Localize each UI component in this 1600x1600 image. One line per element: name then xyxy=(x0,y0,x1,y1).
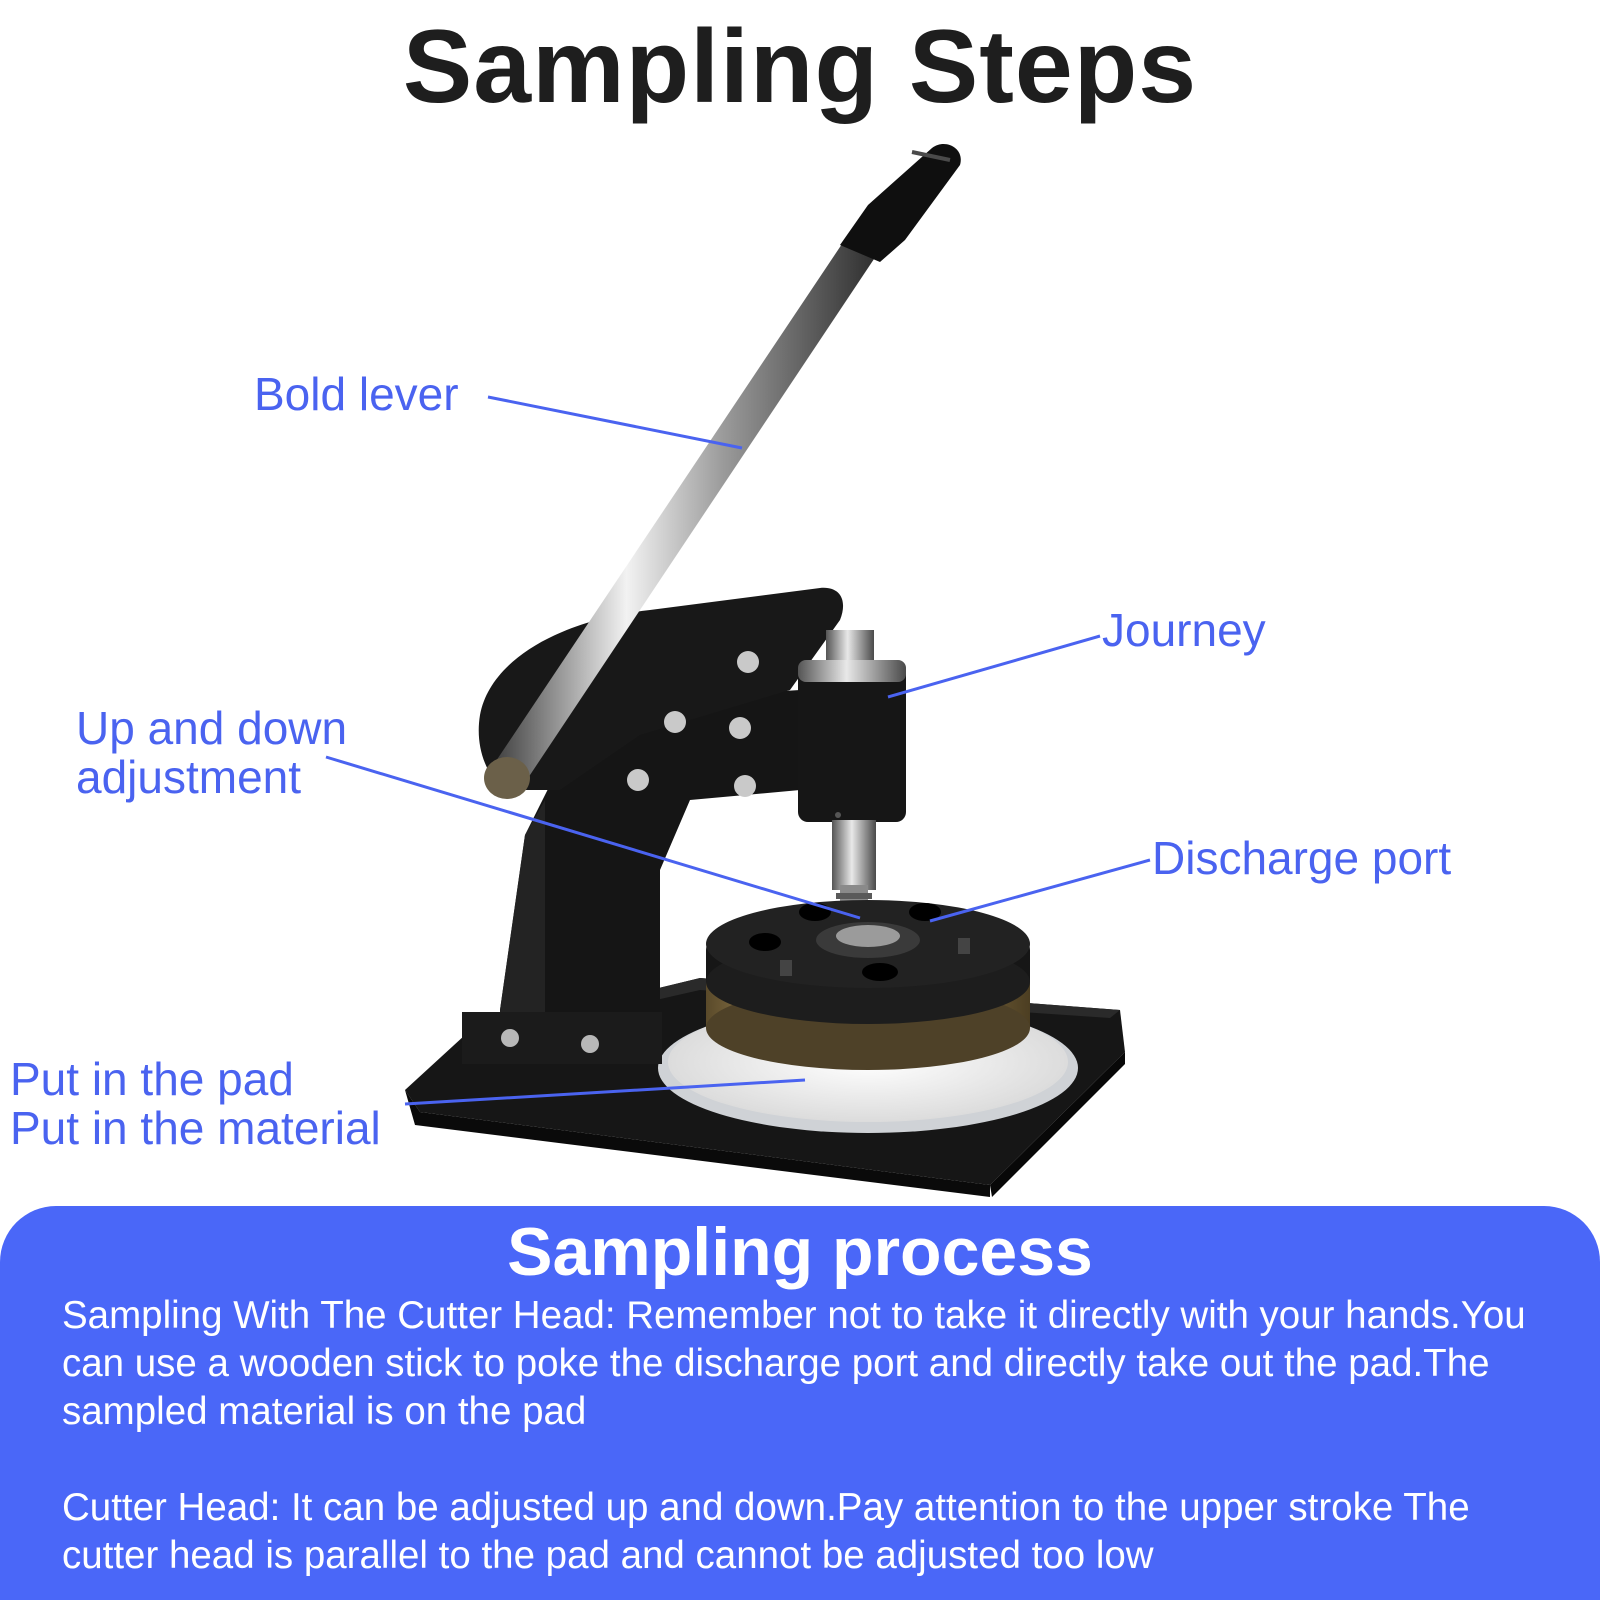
lever-rod xyxy=(484,144,961,799)
press-frame xyxy=(462,690,800,1064)
callout-journey-text: Journey xyxy=(1102,604,1266,656)
callout-pad-material: Put in the pad Put in the material xyxy=(10,1055,381,1153)
page-title: Sampling Steps xyxy=(402,9,1198,125)
up-down-adjustment-leader xyxy=(325,755,861,920)
callout-bold-lever-text: Bold lever xyxy=(254,368,459,420)
callout-journey: Journey xyxy=(1102,606,1266,655)
journey-leader xyxy=(887,634,1101,699)
callout-up-down-line2: adjustment xyxy=(76,751,302,803)
cutter-head xyxy=(706,900,1030,1070)
sampling-process-panel: Sampling process Sampling With The Cutte… xyxy=(0,1206,1600,1600)
press-machine-illustration xyxy=(325,144,1151,1197)
callout-pad-line1: Put in the pad xyxy=(10,1053,294,1105)
callout-discharge-port-text: Discharge port xyxy=(1152,832,1452,884)
upper-arm xyxy=(478,587,844,797)
journey-cylinder xyxy=(798,630,906,822)
leader-lines xyxy=(325,395,1151,1106)
process-paragraph-cutter-sampling: Sampling With The Cutter Head: Remember … xyxy=(62,1294,1526,1433)
sampling-process-heading: Sampling process xyxy=(507,1214,1093,1290)
bold-lever-leader xyxy=(487,395,743,450)
callout-bold-lever: Bold lever xyxy=(254,370,459,419)
discharge-port-leader xyxy=(929,858,1151,923)
callout-up-down-line1: Up and down xyxy=(76,702,348,754)
callout-up-down-adjustment: Up and down adjustment xyxy=(76,704,347,802)
callout-pad-line2: Put in the material xyxy=(10,1102,381,1154)
callout-discharge-port: Discharge port xyxy=(1152,834,1451,883)
process-paragraph-cutter-adjustment: Cutter Head: It can be adjusted up and d… xyxy=(62,1486,1470,1577)
pad-material-leader xyxy=(404,1078,806,1106)
